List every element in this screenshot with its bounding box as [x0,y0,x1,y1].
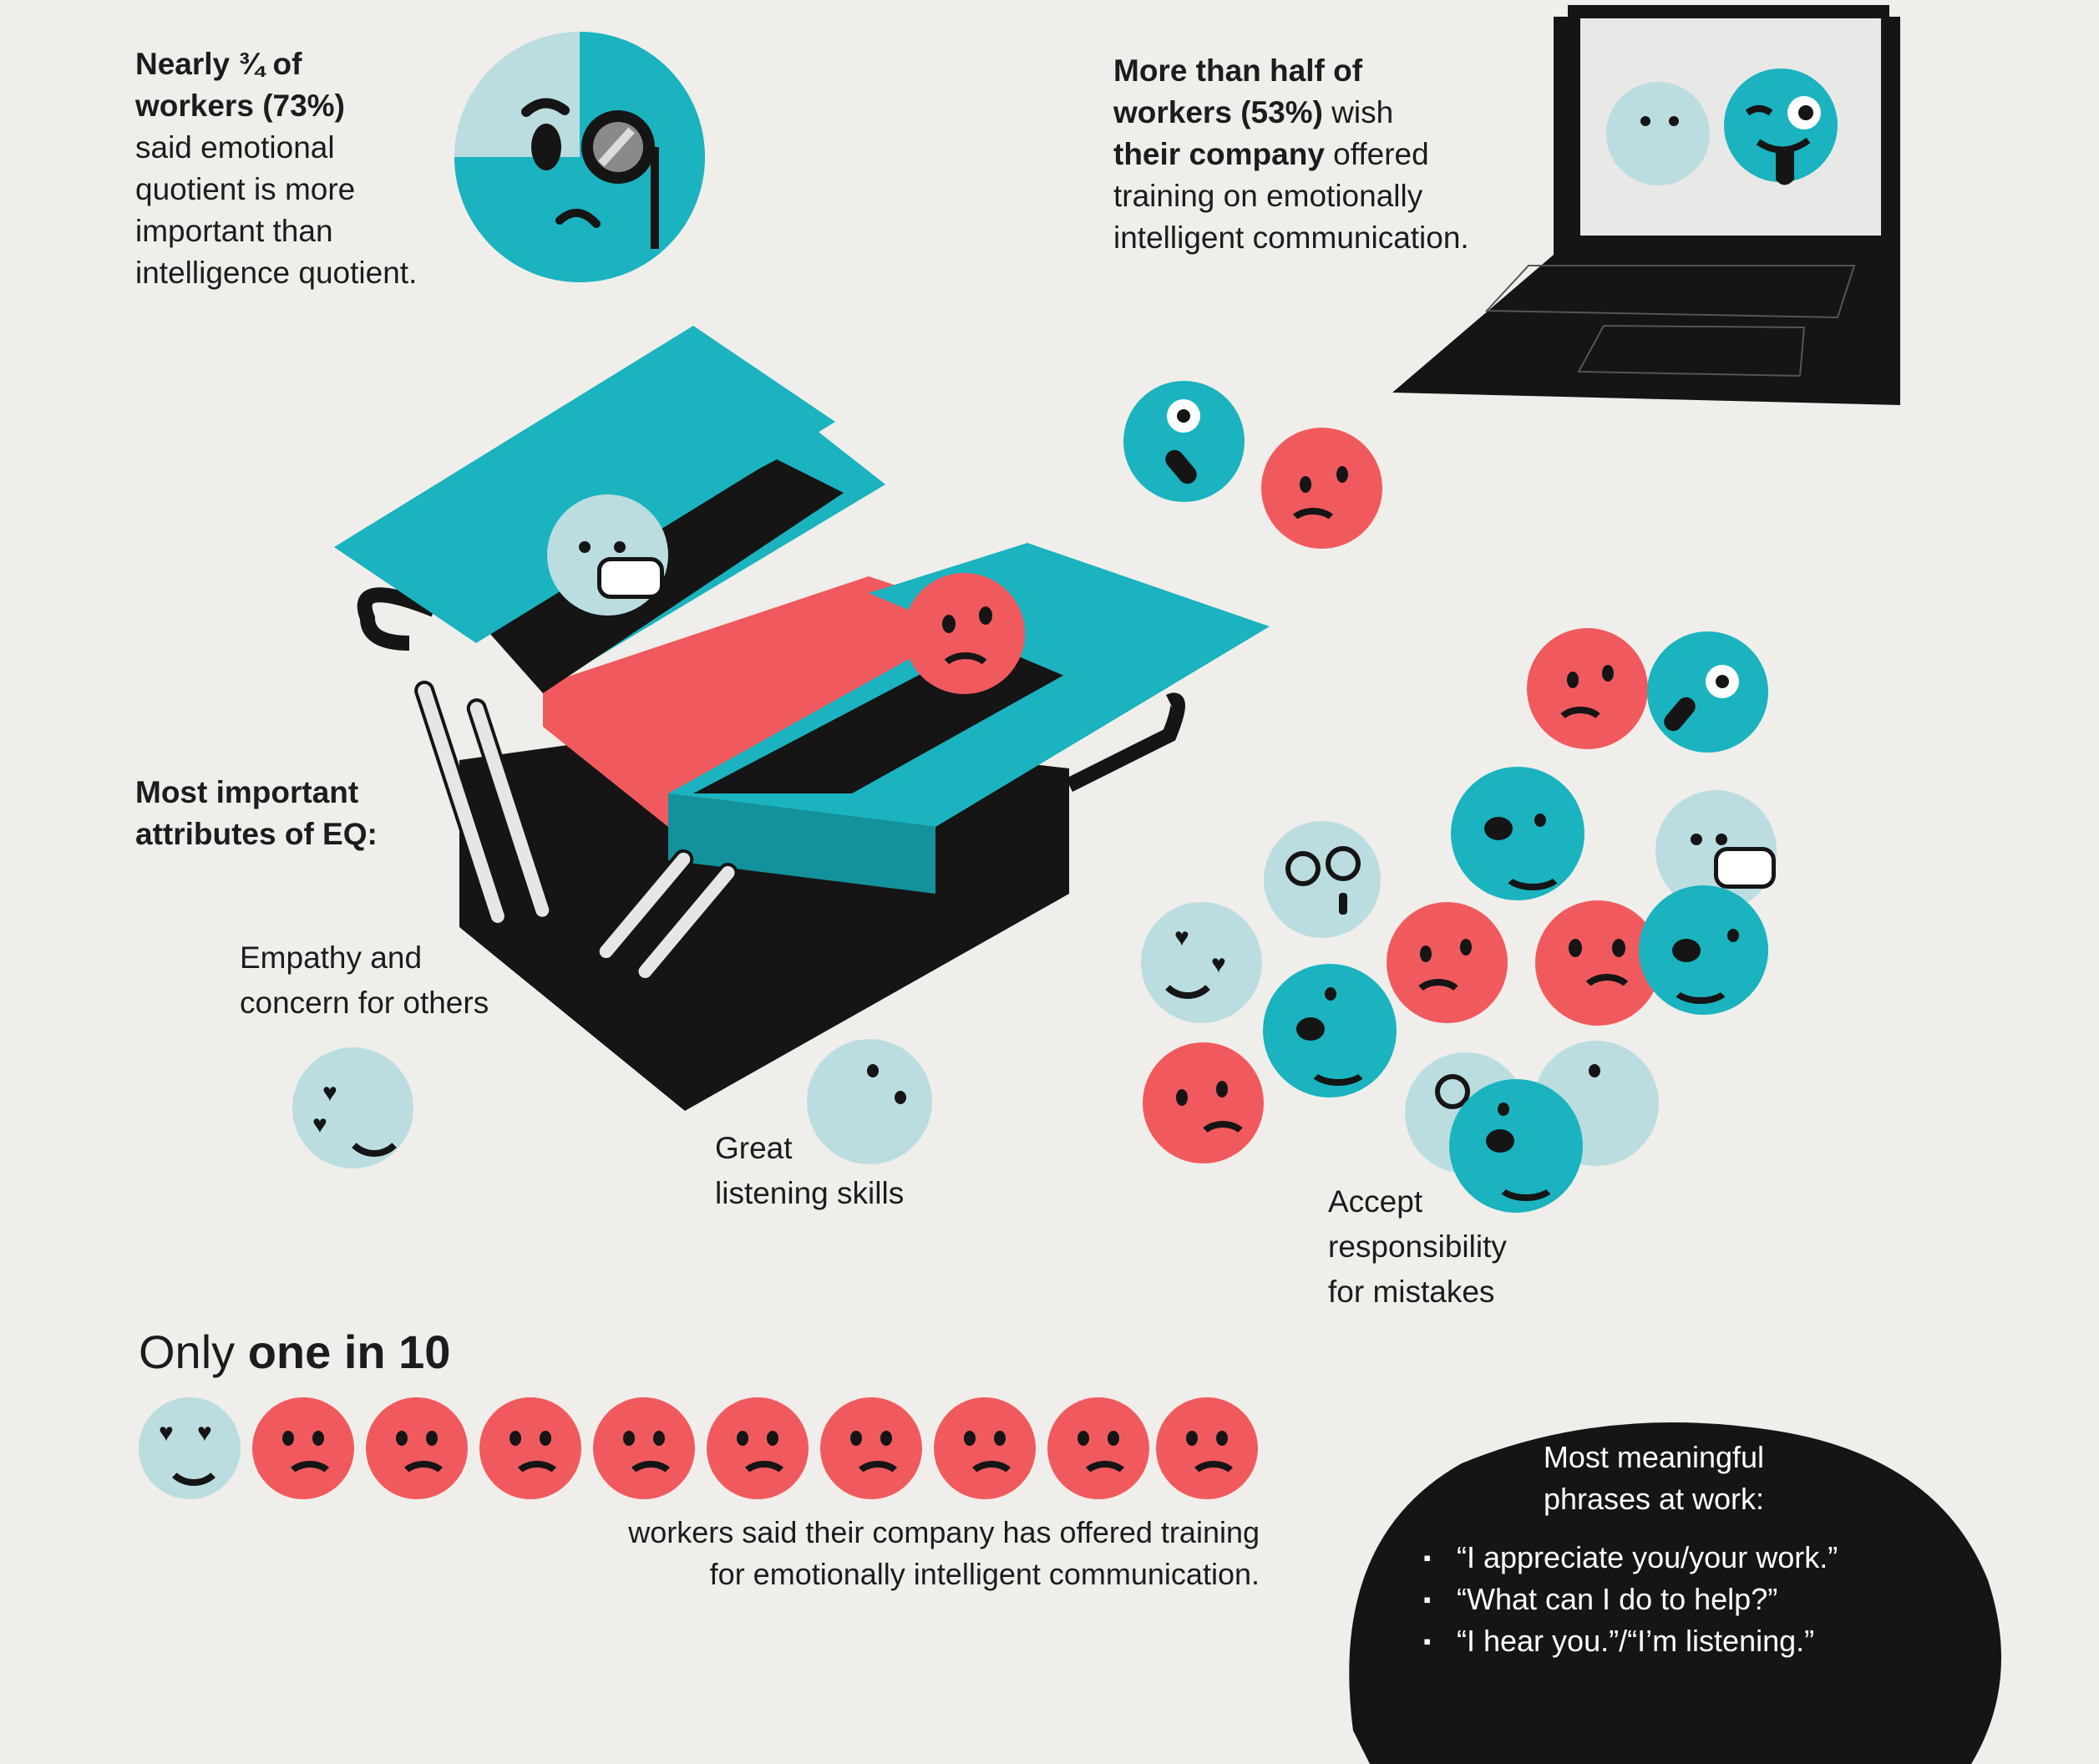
attribute-listening: Great listening skills [715,1126,966,1216]
phrase-item: “I appreciate you/your work.” [1420,1537,1955,1579]
pirate-face-icon [1449,1079,1583,1213]
phrases-title-line1: Most meaningful [1543,1440,1765,1474]
stat-eq-line2: workers (73%) [135,89,345,123]
one-in-ten-caption: workers said their company has offered t… [501,1512,1260,1595]
wink-tongue-face-icon [1123,381,1245,502]
happy-heart-eyes-face-icon: ♥ ♥ [139,1397,241,1499]
sad-face-icon [1156,1397,1258,1499]
stat-eq-line5: important than [135,214,333,248]
phrases-title: Most meaningful phrases at work: [1336,1437,1971,1520]
sad-face-icon [252,1397,354,1499]
grimace-face-icon [547,494,668,616]
laptop-illustration-icon [1387,0,1904,409]
attribute-responsibility: Accept responsibility for mistakes [1328,1179,1612,1315]
sad-face-icon [934,1397,1036,1499]
pirate-face-icon [1639,885,1768,1015]
stat-training-line3-rest: offered [1324,137,1429,171]
pirate-face-icon [1263,964,1397,1097]
sad-face-icon [1387,902,1508,1023]
sad-face-icon [593,1397,695,1499]
listening-face-icon [807,1039,932,1164]
attributes-heading: Most important attributes of EQ: [135,772,486,855]
toolbox-illustration-icon [334,326,1270,1111]
heart-eyes-face-icon: ♥ ♥ [292,1047,413,1168]
wink-tongue-face-icon [1647,631,1768,753]
one-in-ten-heading: Only one in 10 [139,1323,450,1381]
attribute-empathy: Empathy and concern for others [240,935,574,1026]
phrase-item: “I hear you.”/“I’m listening.” [1420,1620,1955,1662]
stat-training-line1: More than half of [1113,53,1363,88]
attribute-listening-line2: listening skills [715,1176,905,1210]
monocle-pie-face-icon [453,30,707,285]
sad-face-icon [820,1397,922,1499]
sad-face-icon [904,573,1025,694]
stat-training-line4: training on emotionally [1113,179,1423,213]
stat-eq-line6: intelligence quotient. [135,256,418,290]
sad-face-icon [707,1397,809,1499]
phrase-item: “What can I do to help?” [1420,1579,1955,1620]
attribute-responsibility-line1: Accept [1328,1184,1423,1219]
attribute-empathy-line2: concern for others [240,986,489,1020]
sad-face-icon [1527,628,1648,749]
one-in-ten-caption-line2: for emotionally intelligent communicatio… [709,1557,1260,1591]
stat-training-line3-bold: their company [1113,137,1325,171]
one-in-ten-faces-row: ♥ ♥ [139,1397,1258,1501]
attribute-responsibility-line3: for mistakes [1328,1275,1495,1309]
stat-training-line2-rest: wish [1322,95,1394,129]
sad-face-icon [1143,1042,1264,1163]
heart-eyes-face-icon: ♥ ♥ [1141,902,1262,1023]
attribute-listening-line1: Great [715,1131,793,1165]
sad-face-icon [1047,1397,1149,1499]
attributes-heading-line1: Most important [135,775,359,809]
dizzy-face-icon [1264,821,1381,938]
stat-eq-vs-iq: Nearly ¾ of workers (73%) said emotional… [135,43,486,294]
attribute-empathy-line1: Empathy and [240,940,423,975]
stat-training-line2: workers (53%) wish [1113,92,1548,134]
phrases-list: “I appreciate you/your work.” “What can … [1420,1537,1955,1662]
pirate-face-icon [1451,767,1584,900]
one-in-ten-caption-line1: workers said their company has offered t… [628,1515,1260,1549]
stat-training-wish: More than half of workers (53%) wish the… [1113,50,1548,259]
stat-eq-line4: quotient is more [135,172,356,206]
one-in-ten-prefix: Only [139,1326,248,1378]
stat-eq-line1: Nearly ¾ of [135,47,302,81]
one-in-ten-bold: one in 10 [247,1326,451,1378]
attributes-heading-line2: attributes of EQ: [135,817,378,851]
stat-training-line3: their company offered [1113,134,1548,175]
stat-training-line5: intelligent communication. [1113,220,1469,255]
sad-face-icon [366,1397,468,1499]
phrases-title-line2: phrases at work: [1543,1482,1765,1516]
stat-eq-line3: said emotional [135,130,335,165]
attribute-responsibility-line2: responsibility [1328,1229,1507,1264]
sad-face-icon [1261,428,1382,549]
phrases-blob: Most meaningful phrases at work: “I appr… [1336,1413,2021,1764]
stat-training-line2-bold: workers (53%) [1113,95,1323,129]
sad-face-icon [479,1397,581,1499]
